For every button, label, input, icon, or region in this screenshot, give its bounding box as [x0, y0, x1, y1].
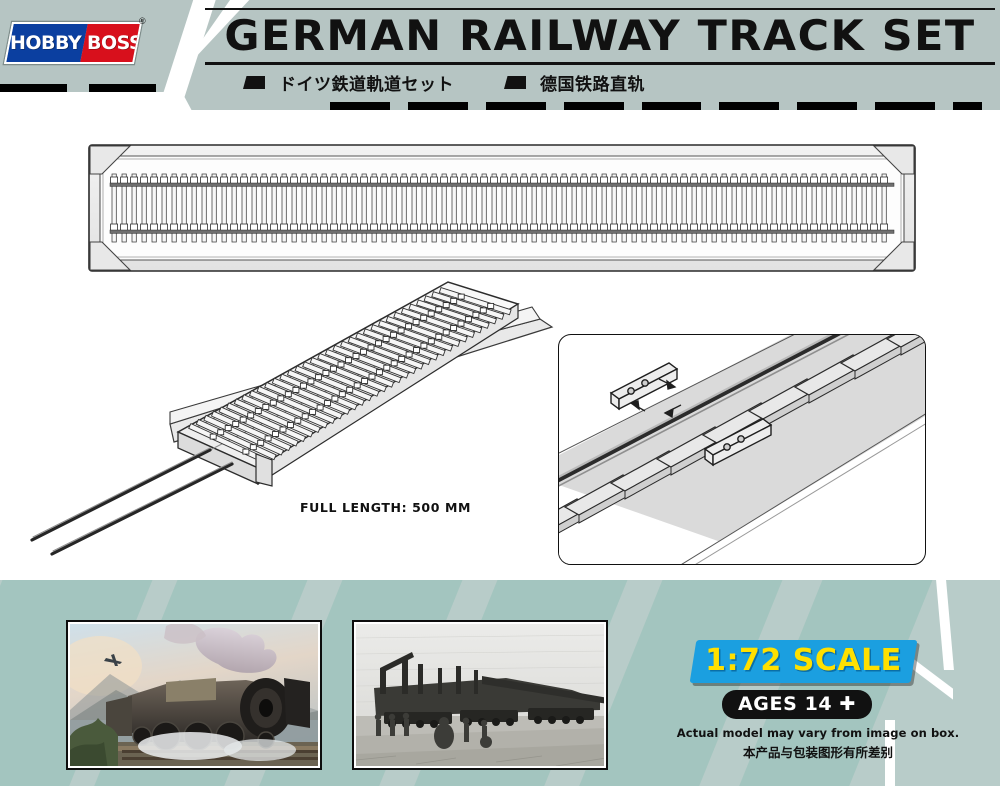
- sprue-top-view: [88, 144, 916, 272]
- dash-segment: [330, 102, 390, 110]
- dash-segment: [875, 102, 935, 110]
- title-block: GERMAN RAILWAY TRACK SET ドイツ鉄道軌道セット 德国铁路…: [205, 8, 995, 95]
- rail-joiner-detail-drawing: [559, 335, 925, 564]
- subtitle-japanese: ドイツ鉄道軌道セット: [279, 75, 454, 95]
- subtitle-bullet-icon-cn: [504, 76, 526, 89]
- age-rating-badge: AGES 14 ✚: [722, 690, 872, 719]
- header-dashed-rule-left: [0, 84, 178, 92]
- dash-segment: [0, 84, 67, 92]
- sprue-perspective-view: [30, 281, 554, 556]
- logo-blue-half: HOBBY: [6, 24, 88, 62]
- age-rating-text: AGES 14 ✚: [738, 693, 856, 715]
- header-dashed-rule-right: [330, 102, 1000, 110]
- full-length-label: FULL LENGTH: 500 MM: [300, 500, 472, 515]
- footer-zigzag-bottom: [885, 720, 895, 786]
- subtitle-chinese: 德国铁路直轨: [540, 75, 645, 95]
- photo-railway-gun: [352, 620, 608, 770]
- subtitle-bullet-icon-jp: [243, 76, 265, 89]
- dash-segment: [89, 84, 156, 92]
- dash-segment: [563, 102, 624, 110]
- logo-word-boss: BOSS: [87, 32, 143, 54]
- disclaimer-english: Actual model may vary from image on box.: [676, 726, 960, 740]
- registered-trademark-icon: ®: [139, 16, 146, 26]
- scale-badge: 1:72 SCALE: [689, 640, 917, 683]
- scale-text: 1:72 SCALE: [705, 643, 902, 678]
- dash-segment: [641, 102, 702, 110]
- logo-word-hobby: HOBBY: [10, 32, 82, 54]
- locomotive-artwork-drawing: [70, 624, 318, 766]
- header-right-panel: [175, 0, 1000, 110]
- subtitle-row: ドイツ鉄道軌道セット 德国铁路直轨: [205, 70, 995, 95]
- disclaimer-block: Actual model may vary from image on box.…: [668, 726, 968, 761]
- title-rule-bottom: [205, 62, 995, 65]
- logo-red-half: BOSS: [80, 24, 143, 62]
- footer-zigzag-top: [936, 580, 954, 670]
- page-title: GERMAN RAILWAY TRACK SET: [224, 11, 976, 60]
- detail-inset-panel: [558, 334, 926, 565]
- hobbyboss-logo: HOBBY BOSS: [3, 22, 143, 64]
- dash-segment: [953, 102, 982, 110]
- logo-plate: HOBBY BOSS: [3, 22, 143, 64]
- dash-segment: [485, 102, 546, 110]
- footer-panel: 1:72 SCALE AGES 14 ✚ Actual model may va…: [0, 580, 1000, 786]
- dash-segment: [407, 102, 468, 110]
- dash-segment: [797, 102, 858, 110]
- photo-locomotive-artwork: [66, 620, 322, 770]
- disclaimer-chinese: 本产品与包装图形有所差别: [742, 745, 893, 760]
- artwork-body: FULL LENGTH: 500 MM: [0, 112, 1000, 580]
- railway-gun-photo-drawing: [356, 624, 604, 766]
- header-banner: HOBBY BOSS ® GERMAN RAILWAY TRACK SET ドイ…: [0, 0, 1000, 112]
- dash-segment: [719, 102, 780, 110]
- title-rule-top: [205, 8, 995, 10]
